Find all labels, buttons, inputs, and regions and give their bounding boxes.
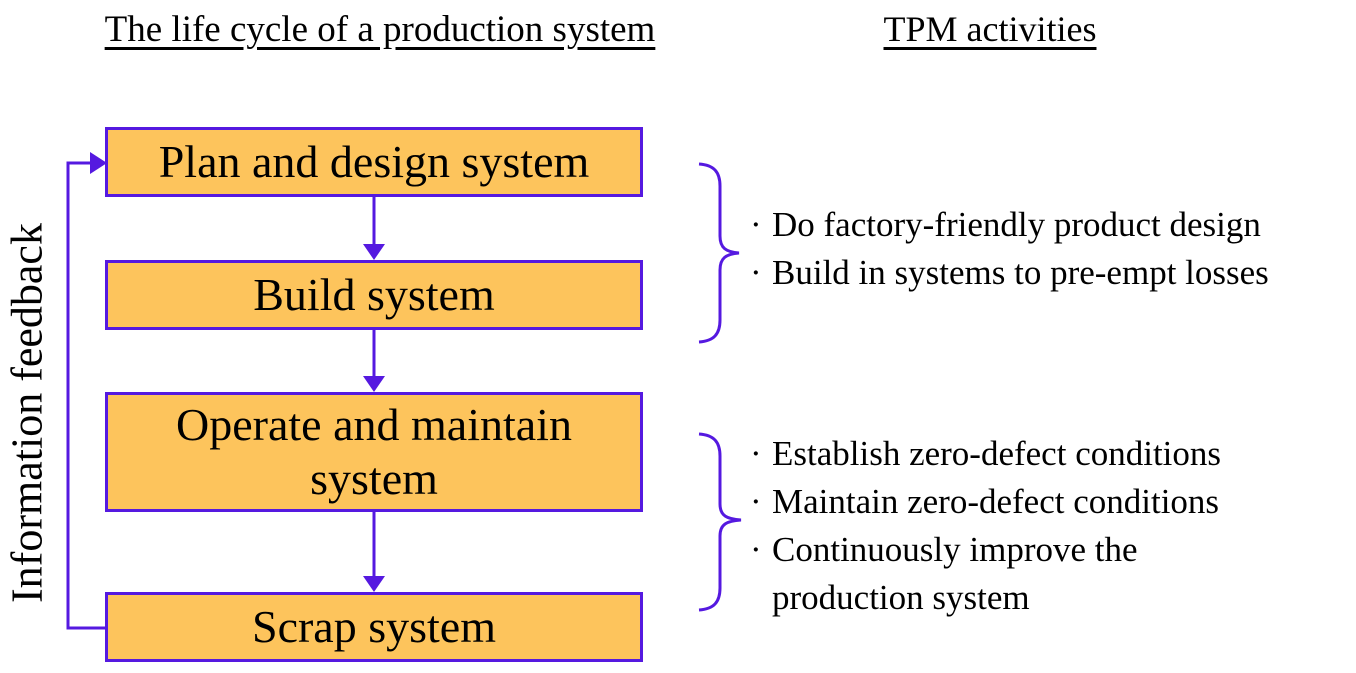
bullet-dot-icon: · [750,253,762,292]
flow-box-build: Build system [105,260,643,330]
list-item: · Establish zero-defect conditions [750,430,1225,478]
arrow-down-icon-3 [363,576,385,592]
list-item: · Continuously improve the production sy… [750,526,1225,622]
tpm-activity-text: Continuously improve the production syst… [772,530,1138,617]
arrow-down-icon-1 [363,244,385,260]
flow-box-plan-label: Plan and design system [158,135,590,187]
bullet-dot-icon: · [750,530,762,569]
flow-box-build-label: Build system [253,268,495,320]
flow-box-operate-label: Operate and maintain system [176,398,572,504]
flow-box-plan: Plan and design system [105,127,643,197]
lifecycle-column-title: The life cycle of a production system [104,9,656,50]
tpm-activity-text: Do factory-friendly product design [772,205,1261,244]
flow-box-scrap-label: Scrap system [251,600,496,652]
arrow-down-icon-2 [363,376,385,392]
feedback-arrowhead-icon [90,152,107,174]
tpm-activities-group-operate: · Establish zero-defect conditions · Mai… [750,430,1225,622]
bullet-dot-icon: · [750,482,762,521]
flow-box-operate: Operate and maintain system [105,392,643,512]
brace-design-phase-icon [698,162,740,344]
tpm-activities-group-design: · Do factory-friendly product design · B… [750,201,1340,297]
flow-box-scrap: Scrap system [105,592,643,662]
feedback-loop-line [66,161,107,630]
list-item: · Do factory-friendly product design [750,201,1340,249]
list-item: · Maintain zero-defect conditions [750,478,1225,526]
tpm-activity-text: Maintain zero-defect conditions [772,482,1220,521]
list-item: · Build in systems to pre-empt losses [750,249,1340,297]
brace-operate-phase-icon [698,432,742,612]
bullet-dot-icon: · [750,205,762,244]
tpm-activity-text: Establish zero-defect conditions [772,434,1222,473]
bullet-dot-icon: · [750,434,762,473]
tpm-column-title: TPM activities [883,9,1097,49]
tpm-activity-text: Build in systems to pre-empt losses [772,253,1269,292]
